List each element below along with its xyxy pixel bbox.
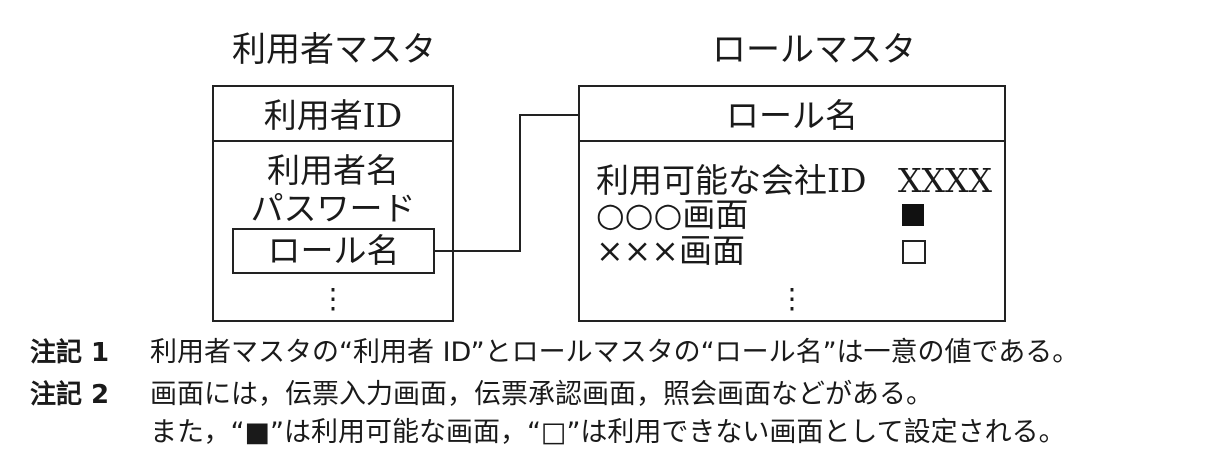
password-field: パスワード <box>250 189 416 228</box>
note-2-line-1: 画面には，伝票入力画面，伝票承認画面，照会画面などがある。 <box>150 379 933 410</box>
note-1-label: 注記 1 <box>30 338 110 368</box>
user-master-more-ellipsis: ⋮ <box>319 282 347 315</box>
user-master-title: 利用者マスタ <box>232 30 436 70</box>
user-name-field: 利用者名 <box>267 151 399 190</box>
role-master-header-divider <box>578 140 1006 142</box>
unavailable-empty-square-icon <box>902 240 926 264</box>
note-2-line-2: また，“■”は利用可能な画面，“□”は利用できない画面として設定される。 <box>150 417 1066 448</box>
role-master-more-ellipsis: ⋮ <box>778 282 806 315</box>
role-name-key-field: ロール名 <box>726 96 858 135</box>
screen-xxx-label: ×××画面 <box>596 231 745 270</box>
company-id-label: 利用可能な会社ID <box>596 161 867 200</box>
note-1-text: 利用者マスタの“利用者 ID”とロールマスタの“ロール名”は一意の値である。 <box>150 337 1080 368</box>
screen-ooo-label: ○○○画面 <box>596 195 749 234</box>
user-id-field: 利用者ID <box>263 96 403 135</box>
user-master-header-divider <box>212 140 454 142</box>
user-role-name-box <box>232 228 435 274</box>
user-master-table <box>212 85 454 322</box>
role-master-title: ロールマスタ <box>712 30 916 70</box>
available-filled-square-icon <box>902 204 924 226</box>
user-role-name-field: ロール名 <box>267 231 400 270</box>
note-2-label: 注記 2 <box>30 380 110 410</box>
role-master-table <box>578 85 1006 322</box>
company-id-value: XXXX <box>898 161 992 200</box>
